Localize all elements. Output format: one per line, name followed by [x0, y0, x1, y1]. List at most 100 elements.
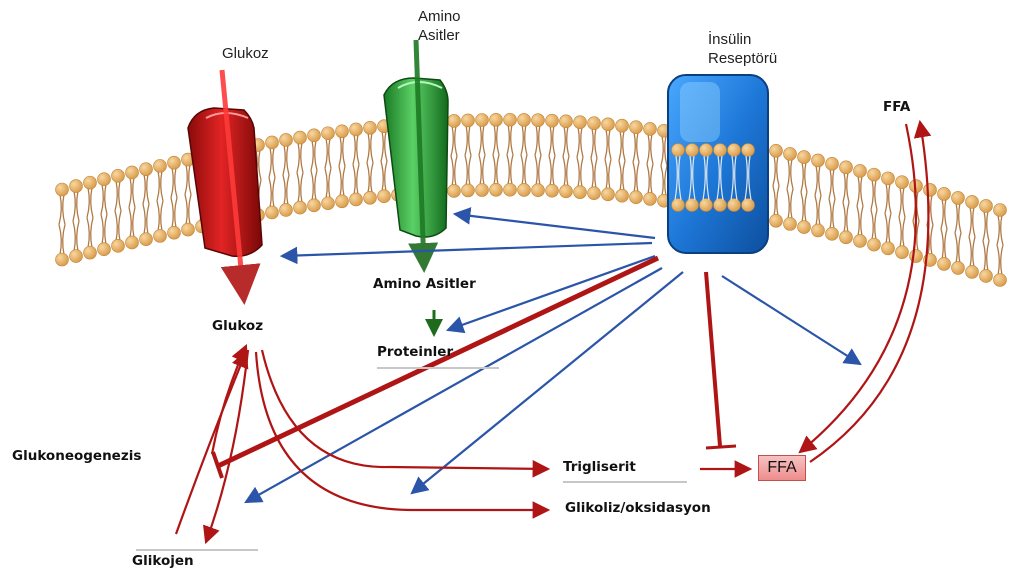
lipid-tail — [871, 180, 877, 240]
lipid-tail — [339, 136, 345, 196]
lipid-head — [504, 183, 517, 196]
lipid-head — [98, 173, 111, 186]
lipid-tail — [59, 195, 65, 255]
amino-outside-label-2: Asitler — [418, 27, 460, 44]
lipid-head — [812, 224, 825, 237]
lipid-head — [350, 123, 363, 136]
insulin-receptor-label-2: Reseptörü — [708, 50, 777, 67]
lipid-head — [504, 113, 517, 126]
lipid-head — [266, 206, 279, 219]
lipid-head — [826, 157, 839, 170]
trigliserit-label: Trigliserit — [563, 459, 636, 475]
lipid-head — [336, 195, 349, 208]
lipid-head — [630, 191, 643, 204]
lipid-head — [112, 169, 125, 182]
lipid-head — [868, 168, 881, 181]
receptor-lipid-head — [672, 144, 685, 157]
glukoz-inside-label: Glukoz — [212, 318, 263, 334]
receptor-lipid-head — [728, 144, 741, 157]
lipid-head — [994, 204, 1007, 217]
lipid-head — [364, 121, 377, 134]
lipid-head — [938, 187, 951, 200]
lipid-head — [616, 189, 629, 202]
lipid-head — [448, 184, 461, 197]
lipid-tail — [983, 211, 989, 271]
lipid-head — [910, 250, 923, 263]
lipid-head — [882, 242, 895, 255]
lipid-head — [602, 118, 615, 131]
lipid-tail — [129, 177, 135, 237]
lipid-head — [812, 154, 825, 167]
receptor-lipid-head — [742, 199, 755, 212]
lipid-tail — [73, 191, 79, 251]
lipid-head — [476, 184, 489, 197]
lipid-tail — [143, 174, 149, 234]
lipid-head — [168, 156, 181, 169]
lipid-head — [350, 193, 363, 206]
lipid-head — [784, 147, 797, 160]
receptor-to-glucose-channel-arrow — [282, 243, 652, 256]
receptor-lipid-head — [700, 144, 713, 157]
lipid-head — [280, 133, 293, 146]
lipid-head — [518, 113, 531, 126]
lipid-head — [364, 191, 377, 204]
lipid-head — [770, 214, 783, 227]
amino-asitler-inside-label: Amino Asitler — [373, 276, 476, 292]
lipid-tail — [185, 165, 191, 225]
lipid-tail — [661, 136, 667, 196]
ffa-outside-label: FFA — [883, 99, 910, 115]
lipid-head — [644, 192, 657, 205]
lipid-head — [532, 184, 545, 197]
lipid-tail — [549, 126, 555, 186]
lipid-head — [840, 231, 853, 244]
lipid-head — [560, 115, 573, 128]
lipid-head — [798, 221, 811, 234]
lipid-head — [854, 234, 867, 247]
lipid-tail — [997, 215, 1003, 275]
lipid-head — [448, 114, 461, 127]
lipid-head — [322, 127, 335, 140]
lipid-tail — [479, 125, 485, 185]
lipid-head — [140, 233, 153, 246]
amino-outside-label-1: Amino — [418, 8, 461, 25]
lipid-head — [952, 261, 965, 274]
lipid-tail — [535, 125, 541, 185]
lipid-head — [546, 114, 559, 127]
lipid-tail — [353, 134, 359, 194]
lipid-head — [112, 239, 125, 252]
receptor-lipid-head — [700, 199, 713, 212]
lipid-tail — [493, 125, 499, 185]
lipid-tail — [619, 131, 625, 191]
glikojen-label: Glikojen — [132, 553, 194, 569]
lipid-head — [826, 227, 839, 240]
lipid-tail — [507, 125, 513, 185]
lipid-head — [994, 274, 1007, 287]
lipid-head — [140, 163, 153, 176]
lipid-tail — [857, 176, 863, 236]
lipid-head — [518, 183, 531, 196]
lipid-tail — [157, 171, 163, 231]
lipid-head — [980, 269, 993, 282]
lipid-head — [84, 246, 97, 259]
glucose-to-glycogen-arrow — [206, 350, 248, 542]
lipid-tail — [367, 133, 373, 193]
lipid-tail — [465, 125, 471, 185]
lipid-tail — [815, 165, 821, 225]
lipid-head — [602, 188, 615, 201]
glukoneogenezis-label: Glukoneogenezis — [12, 448, 141, 464]
lipid-tail — [941, 199, 947, 259]
lipid-head — [490, 113, 503, 126]
lipid-head — [294, 131, 307, 144]
proteinler-label: Proteinler — [377, 344, 453, 360]
lipid-tail — [87, 188, 93, 248]
lipid-tail — [451, 126, 457, 186]
lipid-head — [952, 191, 965, 204]
glikojen-underline — [136, 549, 258, 551]
lipid-head — [546, 184, 559, 197]
lipid-head — [462, 184, 475, 197]
lipid-head — [98, 243, 111, 256]
glukoz-outside-label: Glukoz — [222, 45, 269, 62]
lipid-head — [126, 236, 139, 249]
lipid-tail — [829, 169, 835, 229]
receptor-lipid-head — [714, 199, 727, 212]
